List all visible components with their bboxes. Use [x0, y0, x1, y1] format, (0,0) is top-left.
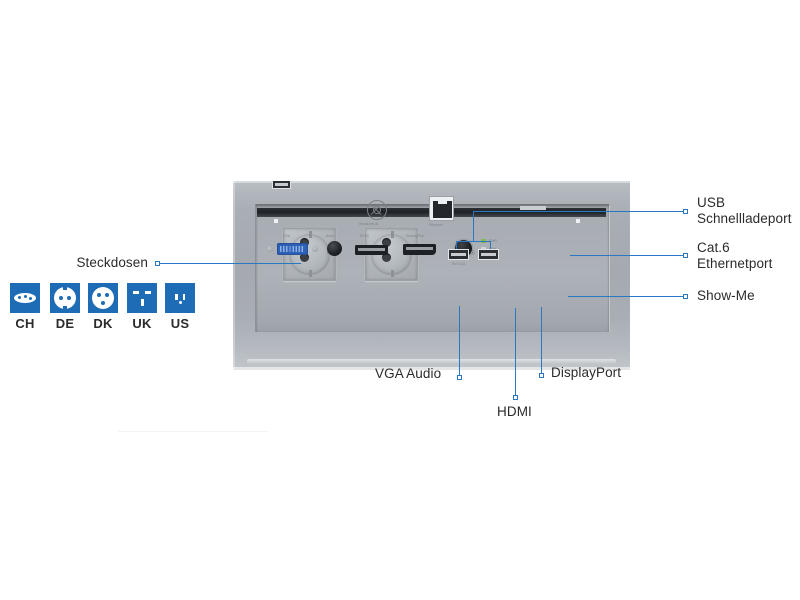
plug-legend-item-ch[interactable]: CH: [10, 283, 40, 331]
callout-label-showme: Show-Me: [697, 288, 755, 303]
callout-label-steckdosen: Steckdosen: [76, 255, 148, 270]
vga-screw-left: [267, 246, 273, 252]
plug-ch-icon: [10, 283, 40, 313]
leader-steckdosen: [160, 263, 301, 265]
plug-legend-item-de[interactable]: DE: [50, 283, 80, 331]
plug-legend-caption-ch: CH: [15, 316, 35, 331]
socket-hole-neutral: [382, 253, 391, 262]
plug-legend-caption-de: DE: [55, 316, 75, 331]
leader-node-ethernet: [683, 253, 688, 258]
hdmi-microlabel: HDMI: [360, 234, 369, 238]
brand-logo-wordmark: mediahub: [359, 221, 379, 226]
usb-port-1[interactable]: [272, 181, 291, 189]
callout-label-vga-audio: VGA Audio: [375, 366, 442, 381]
leader-displayport: [541, 307, 543, 376]
leader-vga-audio: [459, 306, 461, 378]
plug-us-icon: [165, 283, 195, 313]
ethernet-rj45-jack[interactable]: [429, 196, 454, 221]
vga-pins: [280, 246, 305, 252]
socket-hole-live: [300, 238, 309, 247]
vga-port[interactable]: [277, 243, 308, 255]
socket-earth-clip-bottom: [308, 270, 312, 277]
usb-port-left[interactable]: [448, 249, 469, 260]
plug-legend-item-us[interactable]: US: [165, 283, 195, 331]
plug-legend-item-uk[interactable]: UK: [127, 283, 157, 331]
panel-left-edge: [233, 181, 235, 370]
socket-hole-live: [382, 238, 391, 247]
logo-ring: [367, 200, 387, 220]
leader-hdmi: [515, 308, 517, 398]
vga-microlabel: VGA: [283, 234, 291, 238]
ethernet-microlabel: Ethernet: [429, 223, 443, 227]
panel-bottom-lip: [247, 359, 616, 364]
plug-legend-caption-us: US: [170, 316, 190, 331]
displayport-port[interactable]: [403, 244, 436, 255]
background-artifact-line: [118, 431, 268, 432]
rj45-cavity: [433, 201, 452, 218]
brand-logo: [367, 200, 387, 220]
audio-jack-port[interactable]: [327, 241, 342, 256]
leader-usb-drop-left: [456, 241, 458, 249]
callout-label-displayport: DisplayPort: [551, 365, 622, 380]
leader-node-usb: [683, 209, 688, 214]
plug-dk-icon: [88, 283, 118, 313]
slot-notch: [520, 206, 546, 210]
product-photo: 5V/2.4A mediahub Ethernet VGA Audio HDMI…: [233, 181, 630, 370]
usb-rating-microlabel: 5V/2.4A: [452, 262, 466, 266]
leader-usb-run: [473, 211, 685, 213]
leader-node-vga-audio: [457, 375, 462, 380]
leader-node-steckdosen: [155, 261, 160, 266]
socket-earth-clip-top: [308, 230, 312, 238]
rj45-latch: [438, 198, 447, 204]
displayport-microlabel: DisplayPort: [406, 234, 425, 238]
vga-screw-right: [312, 246, 318, 252]
plug-legend-caption-uk: UK: [132, 316, 152, 331]
usb-tongue: [451, 252, 466, 256]
plug-legend-item-dk[interactable]: DK: [88, 283, 118, 331]
leader-usb-drop-right: [490, 241, 492, 249]
hdmi-port[interactable]: [355, 245, 388, 255]
leader-node-showme: [683, 294, 688, 299]
usb-port-right[interactable]: [478, 249, 499, 260]
callout-label-hdmi: HDMI: [497, 404, 532, 419]
logo-hub: [373, 206, 381, 214]
leader-showme: [568, 296, 685, 298]
socket-earth-clip-bottom: [390, 270, 394, 277]
plug-uk-icon: [127, 283, 157, 313]
led-microlabel-1: PWR: [489, 239, 498, 243]
leader-usb-riser: [473, 211, 475, 242]
callout-label-usb: USB Schnellladeport: [697, 195, 792, 226]
usb-trident-icon: ☉: [470, 251, 476, 257]
panel-top-edge: [233, 181, 630, 183]
usb-tongue: [481, 252, 496, 256]
audio-microlabel: Audio: [326, 234, 336, 238]
leader-node-hdmi: [513, 395, 518, 400]
callout-label-ethernet: Cat.6 Ethernetport: [697, 240, 773, 271]
leader-ethernet: [570, 255, 685, 257]
plug-legend-caption-dk: DK: [93, 316, 113, 331]
plug-de-icon: [50, 283, 80, 313]
leader-node-displayport: [539, 373, 544, 378]
slot-screw-left: [274, 219, 278, 223]
panel-bottom-edge: [233, 367, 630, 370]
slot-screw-right: [576, 219, 580, 223]
socket-earth-clip-top: [390, 230, 394, 238]
socket-hole-neutral: [300, 253, 309, 262]
